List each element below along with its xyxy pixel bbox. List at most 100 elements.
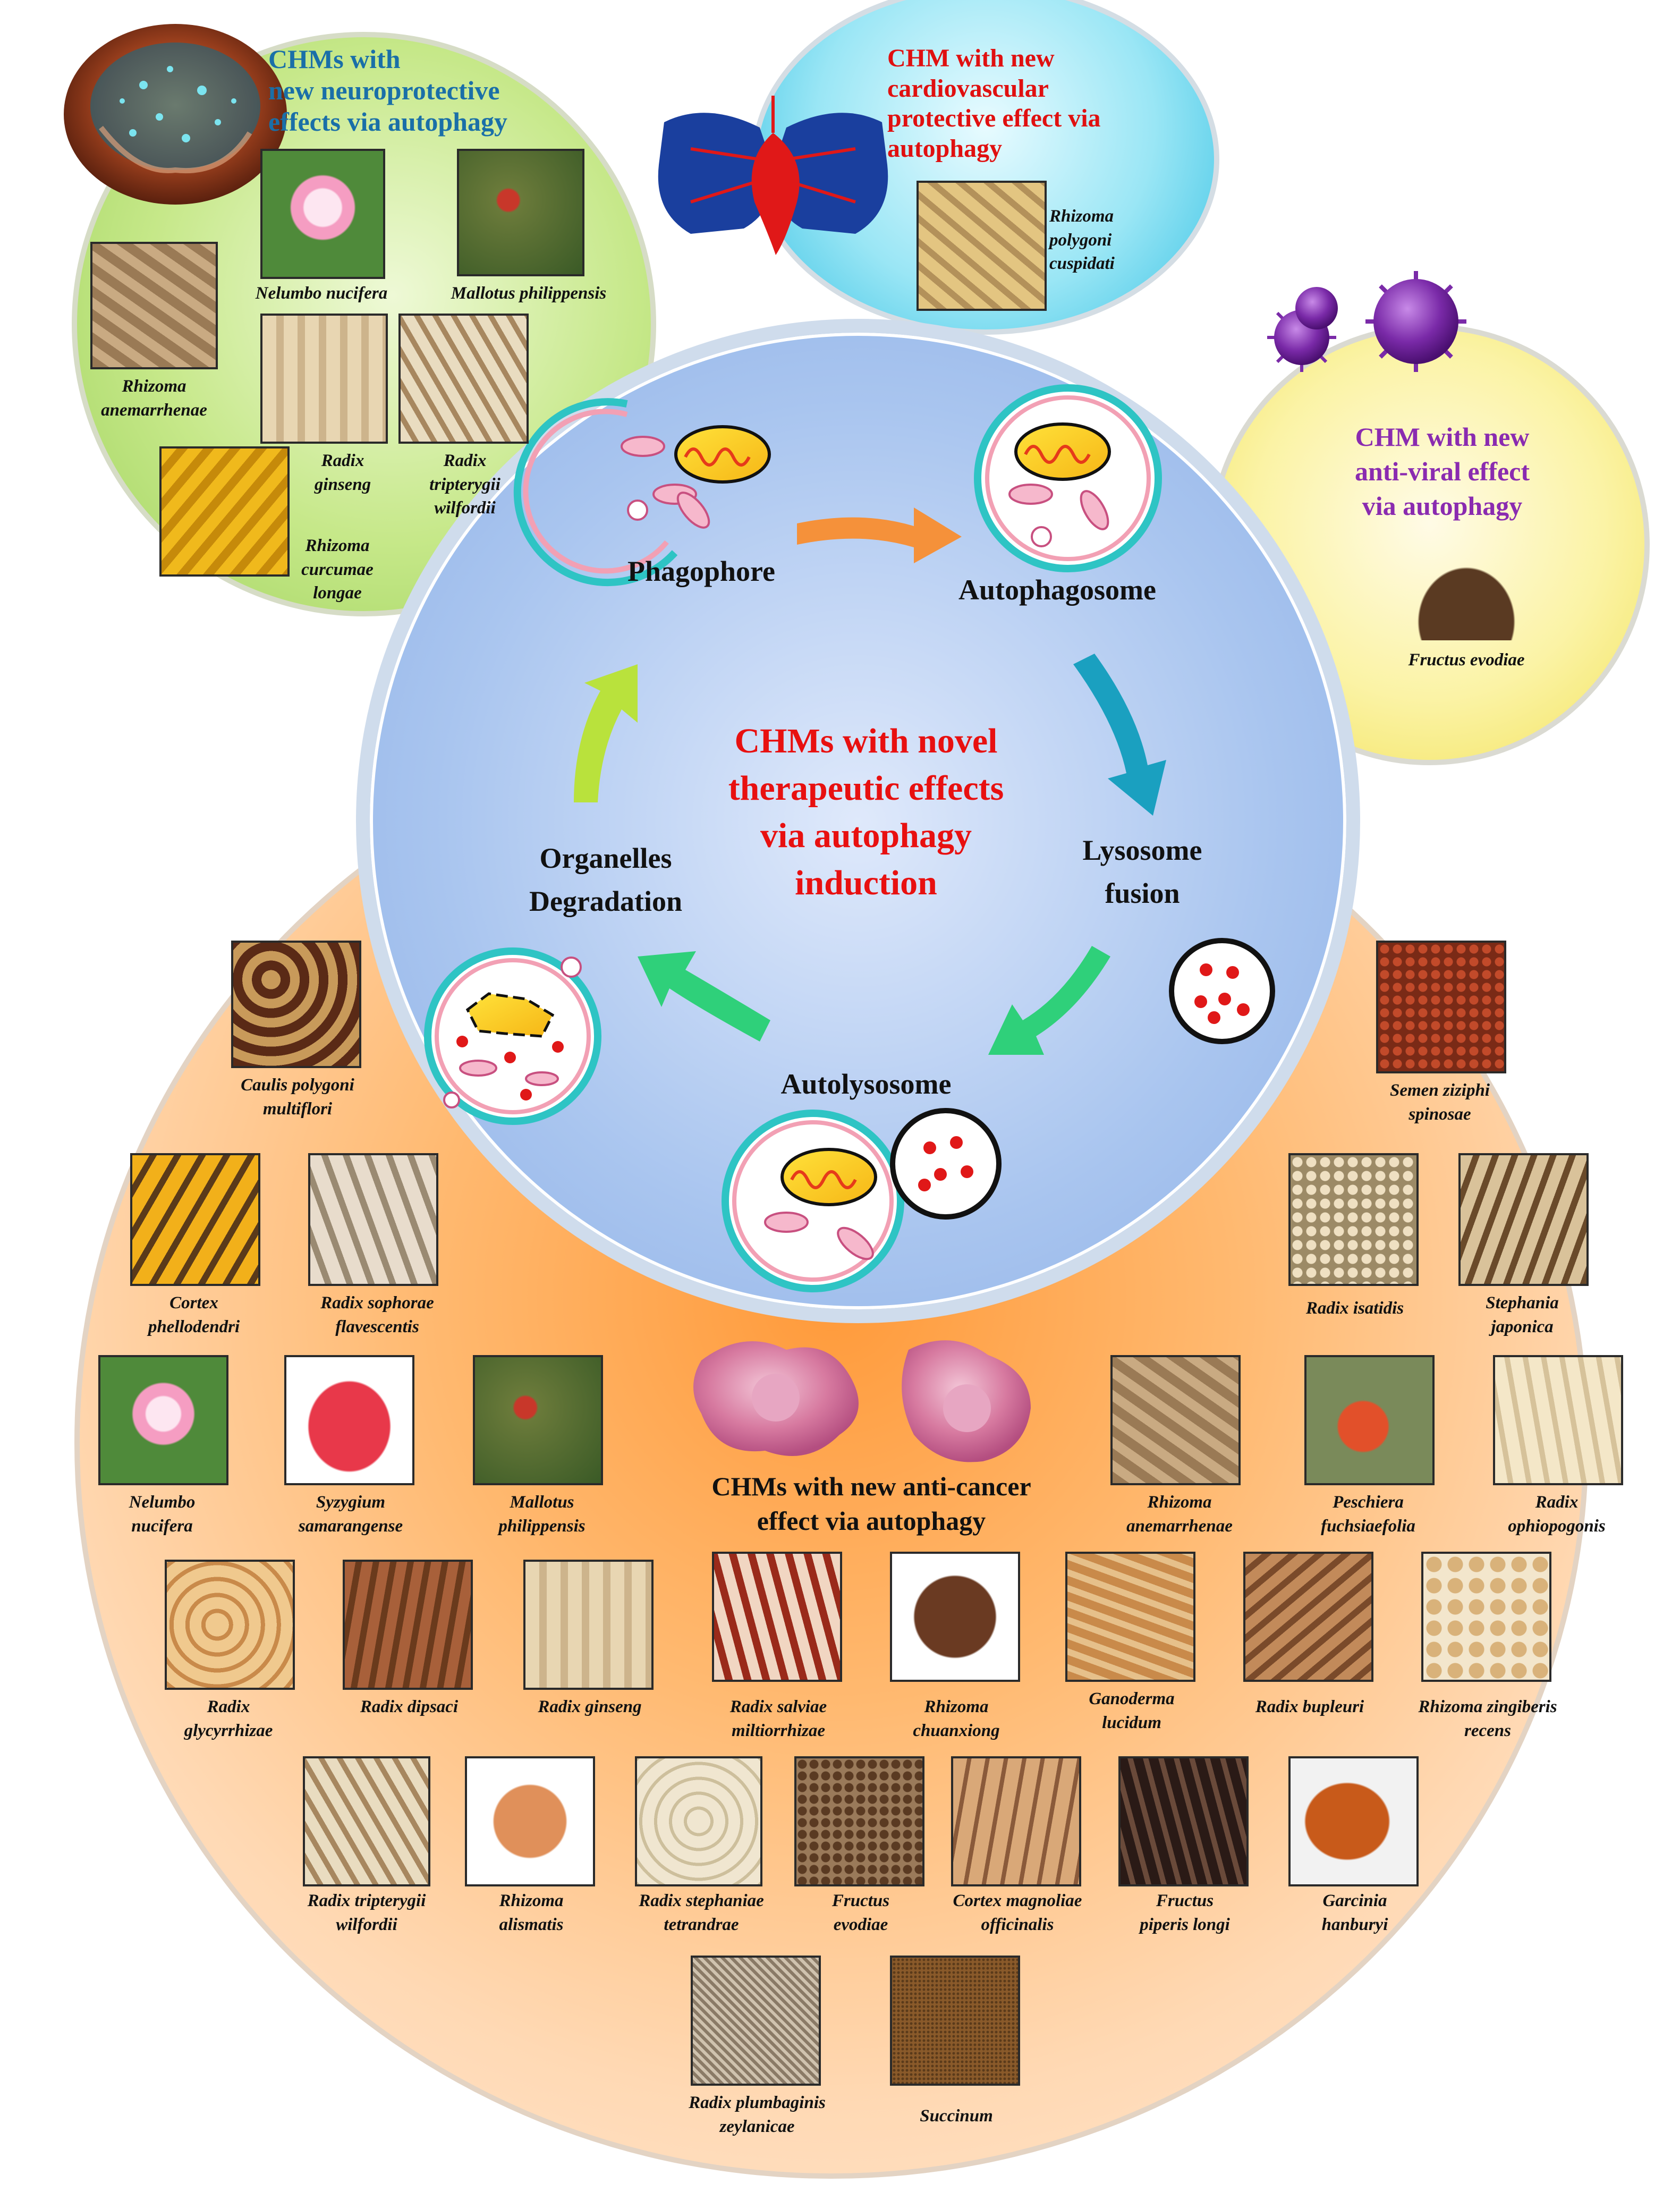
herb-photo bbox=[303, 1756, 430, 1886]
herb-label: Radix isatidis bbox=[1305, 1299, 1404, 1318]
herb-photo bbox=[1110, 1355, 1241, 1485]
herb-photo bbox=[308, 1153, 438, 1286]
autolysosome-illustration bbox=[722, 1108, 1002, 1292]
arrow-autolysosome-to-degradation bbox=[638, 951, 770, 1042]
herb-photo bbox=[130, 1153, 260, 1286]
herb-photo bbox=[260, 314, 388, 444]
lysosome-illustration bbox=[1169, 938, 1275, 1044]
herb-photo bbox=[1421, 1552, 1551, 1682]
herb-label: Radix bupleuri bbox=[1255, 1697, 1364, 1716]
herb-photo bbox=[1376, 941, 1506, 1073]
arrow-degradation-to-phagophore bbox=[574, 664, 638, 802]
herb-photo bbox=[231, 941, 361, 1068]
heart-vessels-icon bbox=[658, 96, 888, 255]
herb-photo bbox=[1304, 1355, 1435, 1485]
autophagosome-illustration bbox=[974, 384, 1162, 572]
herb-photo bbox=[98, 1355, 228, 1485]
herb-photo bbox=[890, 1956, 1020, 2086]
herb-photo bbox=[465, 1756, 595, 1886]
herb-photo bbox=[473, 1355, 603, 1485]
herb-photo bbox=[343, 1560, 473, 1690]
herb-photo bbox=[890, 1552, 1020, 1682]
arrow-phagophore-to-autophagosome bbox=[797, 507, 962, 563]
herb-label: Succinum bbox=[920, 2106, 993, 2126]
herb-photo bbox=[635, 1756, 762, 1886]
herb-photo bbox=[159, 446, 290, 577]
herb-photo bbox=[1288, 1756, 1419, 1886]
cycle-arrows bbox=[574, 507, 1166, 1055]
herb-photo bbox=[260, 149, 385, 279]
herb-photo bbox=[1493, 1355, 1623, 1485]
cancer-cells-icon bbox=[693, 1340, 1031, 1462]
herb-label: Radix dipsaci bbox=[360, 1697, 459, 1716]
herb-photo bbox=[1288, 1153, 1419, 1286]
arrow-lysosome-to-autolysosome bbox=[988, 946, 1110, 1055]
herb-photo bbox=[1458, 1153, 1589, 1286]
herb-label: Radix ginseng bbox=[538, 1697, 642, 1716]
herb-photo bbox=[457, 149, 584, 276]
herb-photo bbox=[1243, 1552, 1373, 1682]
herb-photo bbox=[284, 1355, 414, 1485]
herb-photo bbox=[398, 314, 529, 444]
degradation-illustration bbox=[424, 947, 601, 1125]
stage-phagophore: Phagophore bbox=[627, 555, 776, 587]
arrow-autophagosome-to-lysosome bbox=[1073, 654, 1166, 816]
herb-label: Fructus evodiae bbox=[1408, 650, 1525, 670]
herb-label: Nelumbo nucifera bbox=[255, 284, 388, 303]
herb-photo bbox=[712, 1552, 842, 1682]
herb-photo bbox=[1118, 1756, 1249, 1886]
herb-photo bbox=[951, 1756, 1081, 1886]
stage-autophagosome: Autophagosome bbox=[958, 574, 1157, 606]
herb-photo bbox=[794, 1756, 924, 1886]
stage-autolysosome: Autolysosome bbox=[780, 1068, 952, 1100]
phagophore-illustration bbox=[513, 398, 771, 587]
virus-icon bbox=[1267, 271, 1466, 372]
herb-photo bbox=[165, 1560, 295, 1690]
brain-icon bbox=[64, 24, 287, 205]
herb-photo bbox=[691, 1956, 821, 2086]
herb-photo bbox=[90, 242, 218, 369]
herb-photo bbox=[523, 1560, 654, 1690]
herb-label: Mallotus philippensis bbox=[451, 284, 607, 303]
herb-photo bbox=[1400, 547, 1533, 640]
herb-photo bbox=[1065, 1552, 1195, 1682]
herb-photo bbox=[917, 181, 1047, 311]
